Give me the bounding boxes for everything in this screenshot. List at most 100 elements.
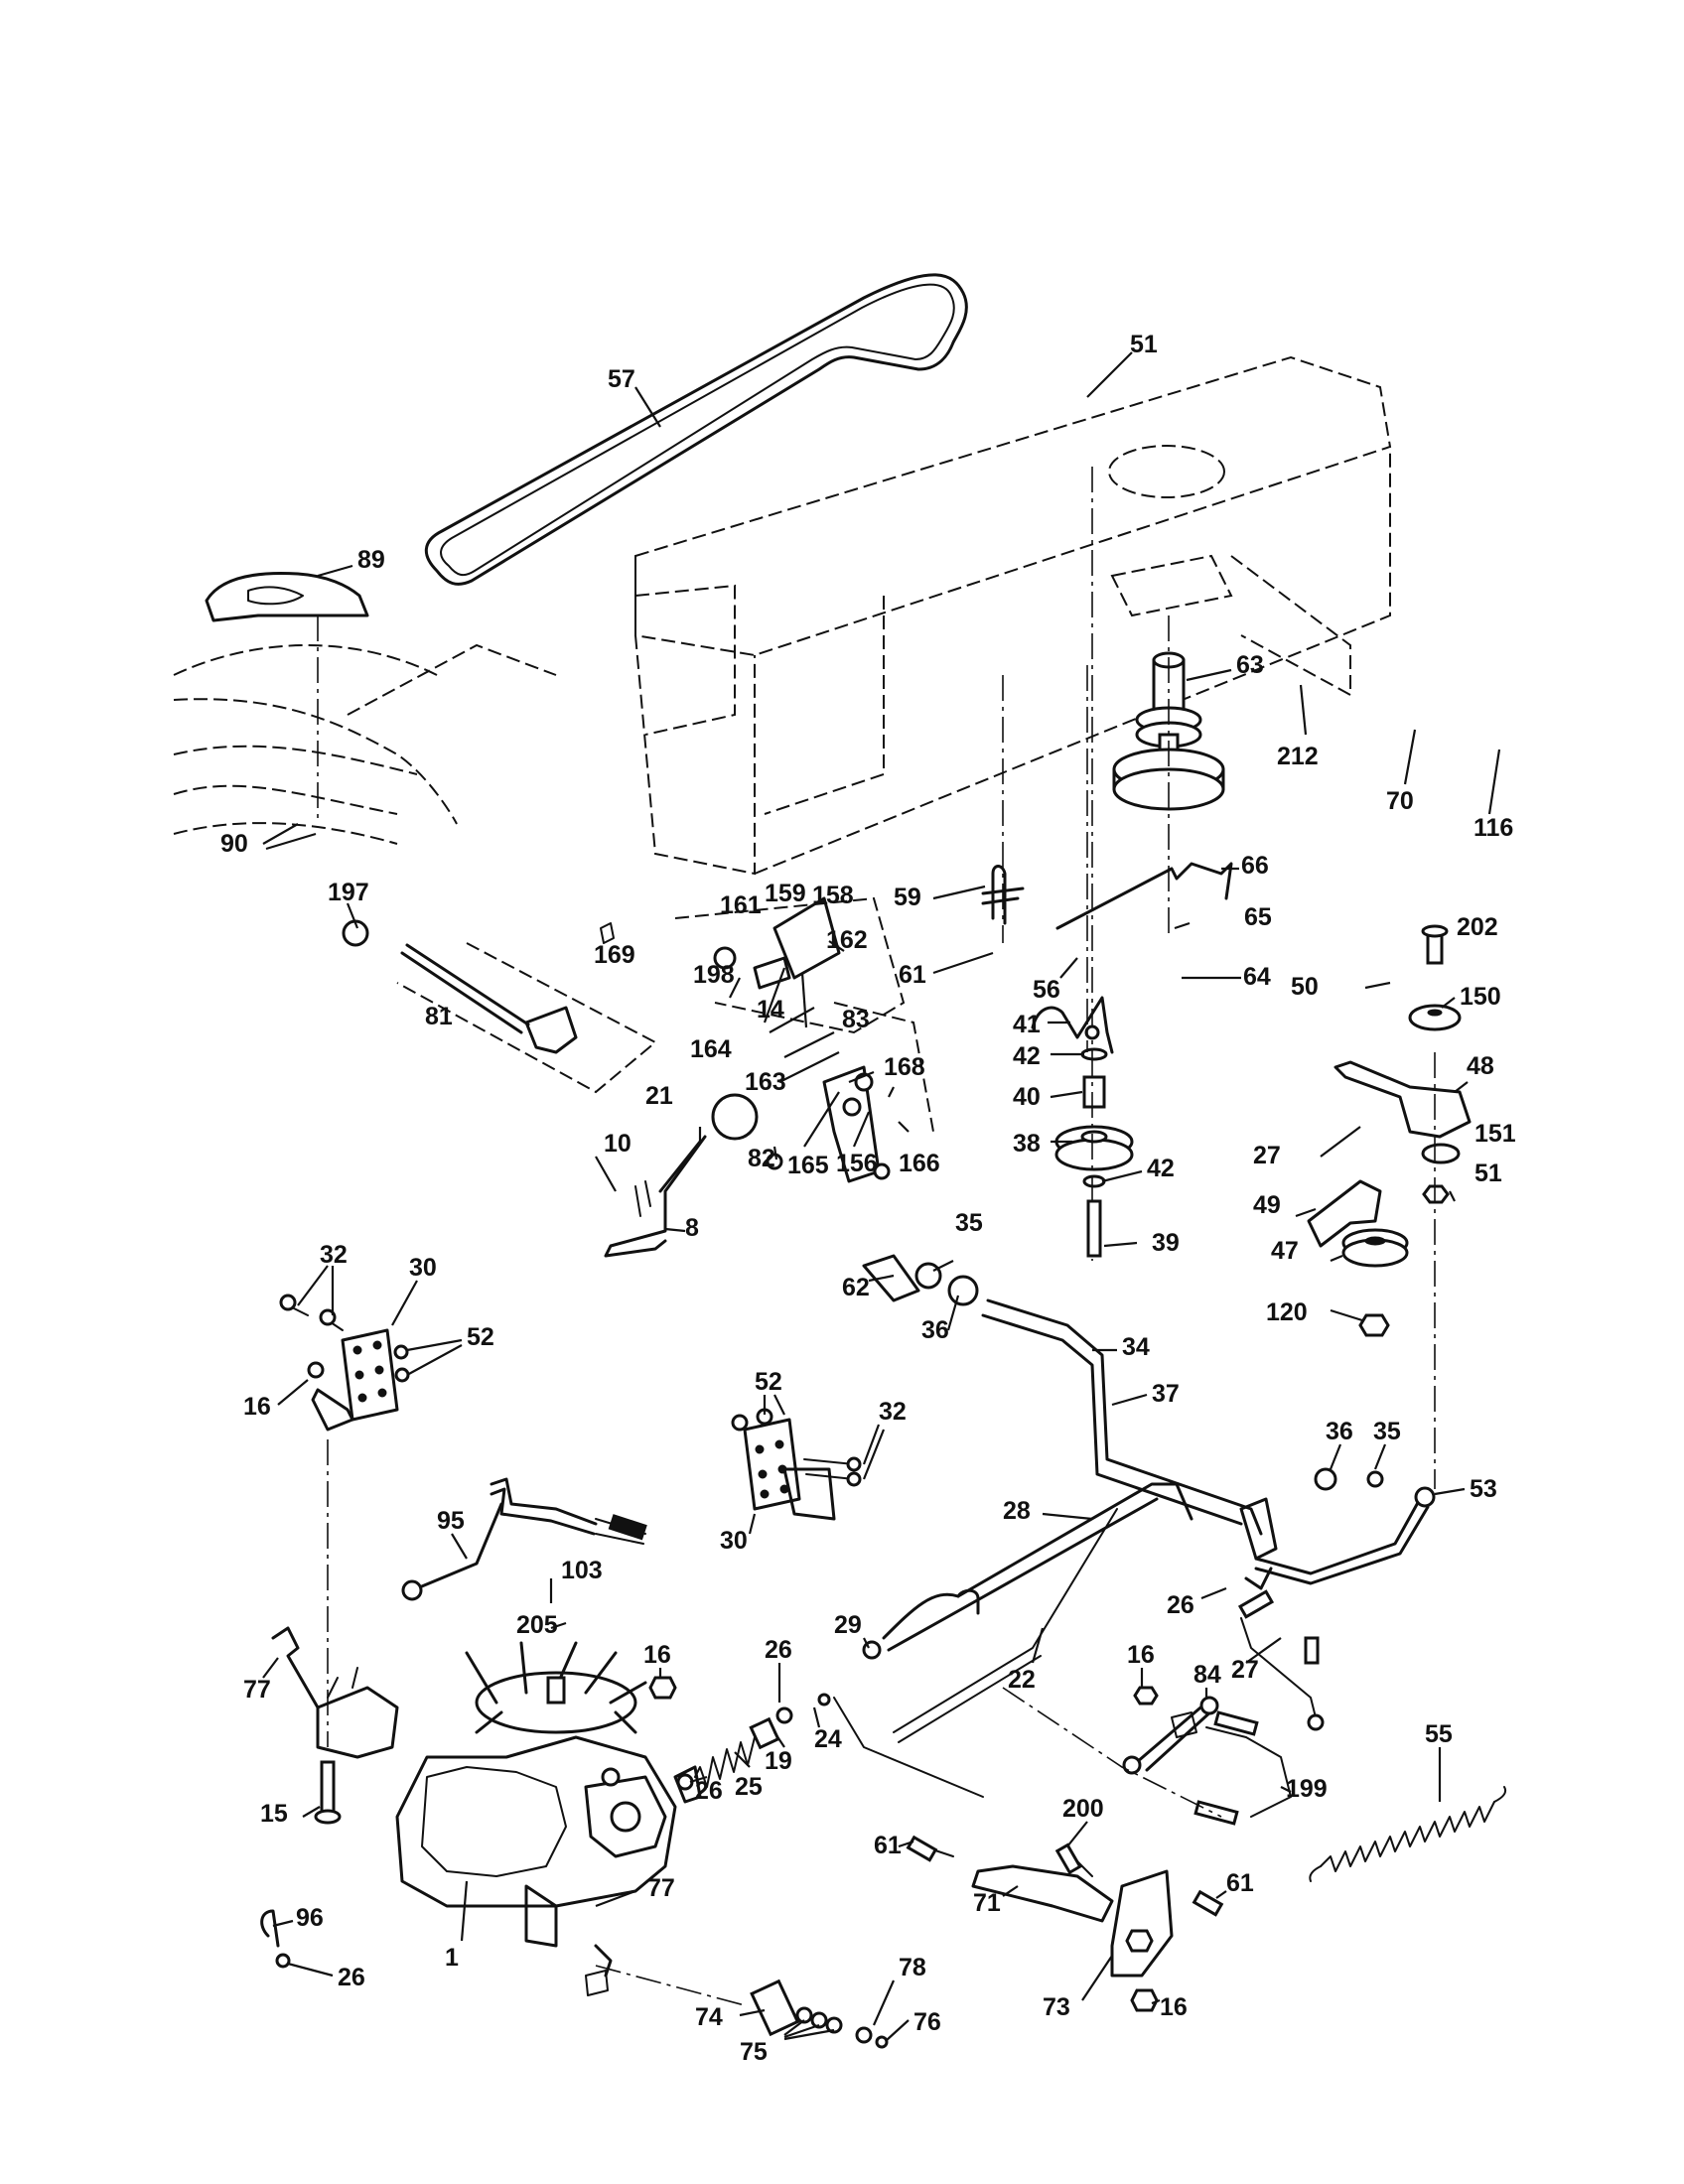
callout-26d: 26 (338, 1964, 365, 1991)
callout-212: 212 (1277, 743, 1319, 770)
callout-202: 202 (1457, 913, 1498, 941)
callout-28: 28 (1003, 1497, 1031, 1525)
callout-51: 51 (1130, 331, 1158, 358)
callout-24: 24 (814, 1725, 842, 1753)
shift-plate (205, 572, 369, 824)
callout-95: 95 (437, 1507, 465, 1535)
callout-49: 49 (1253, 1191, 1281, 1219)
callout-163: 163 (745, 1068, 786, 1096)
callout-81: 81 (425, 1003, 453, 1030)
callout-166: 166 (899, 1150, 940, 1177)
rod-28-22 (862, 1482, 1193, 1743)
callout-40: 40 (1013, 1083, 1041, 1111)
callout-159: 159 (765, 880, 806, 907)
callout-82: 82 (748, 1145, 775, 1172)
callout-16d: 16 (1160, 1993, 1188, 2021)
callout-27b: 27 (1231, 1656, 1259, 1684)
callout-10: 10 (604, 1130, 632, 1158)
callout-199: 199 (1286, 1775, 1328, 1803)
cable-hooks (981, 665, 1233, 1054)
leader-lines (262, 351, 1501, 2041)
callout-32: 32 (320, 1241, 348, 1269)
fasteners (648, 1467, 1384, 1706)
callout-61: 61 (899, 961, 926, 989)
callout-56: 56 (1033, 976, 1060, 1004)
cable-27 (1237, 1589, 1325, 1731)
callout-103: 103 (561, 1557, 603, 1584)
callout-36: 36 (921, 1316, 949, 1344)
callout-197: 197 (328, 879, 369, 906)
callout-labels: 57 51 89 63 212 70 116 90 197 59 66 161 … (220, 331, 1516, 2066)
callout-27: 27 (1253, 1142, 1281, 1169)
pulley-63 (1112, 615, 1225, 933)
callout-52: 52 (467, 1323, 494, 1351)
callout-52b: 52 (755, 1368, 782, 1396)
callout-48: 48 (1467, 1052, 1494, 1080)
callout-16c: 16 (643, 1641, 671, 1669)
shaft-34 (862, 1254, 1278, 1561)
callout-26: 26 (1167, 1591, 1194, 1619)
idler-pulley-38 (1054, 467, 1134, 1261)
callout-42: 42 (1013, 1042, 1041, 1070)
idler-pulley-47 (1307, 1179, 1409, 1337)
lever-8 (604, 1093, 759, 1258)
misc-hardware (260, 1439, 889, 2049)
callout-26b: 26 (765, 1636, 792, 1664)
callout-71: 71 (973, 1889, 1001, 1917)
callout-83: 83 (842, 1006, 870, 1033)
bracket-30-middle (731, 1408, 862, 1521)
callout-89: 89 (357, 546, 385, 574)
callout-19: 19 (765, 1747, 792, 1775)
callout-30b: 30 (720, 1527, 748, 1555)
callout-32b: 32 (879, 1398, 907, 1426)
bracket-30 (279, 1294, 410, 1432)
callout-120: 120 (1266, 1298, 1308, 1326)
callout-66: 66 (1241, 852, 1269, 880)
callout-63: 63 (1236, 651, 1264, 679)
callout-14: 14 (757, 996, 784, 1024)
callout-29: 29 (834, 1611, 862, 1639)
callout-165: 165 (787, 1152, 829, 1179)
callout-90: 90 (220, 830, 248, 858)
callout-15: 15 (260, 1800, 288, 1828)
callout-59: 59 (894, 884, 921, 911)
callout-61b: 61 (874, 1832, 902, 1859)
callout-16b: 16 (1127, 1641, 1155, 1669)
callout-76: 76 (913, 2008, 941, 2036)
callout-37: 37 (1152, 1380, 1180, 1408)
callout-156: 156 (836, 1150, 878, 1177)
chassis-frame (634, 355, 1392, 876)
callout-42b: 42 (1147, 1155, 1175, 1182)
callout-158: 158 (812, 882, 854, 909)
callout-57: 57 (608, 365, 635, 393)
callout-78: 78 (899, 1954, 926, 1981)
link-53 (1244, 1486, 1436, 1590)
link-84 (1002, 1687, 1292, 1826)
callout-53: 53 (1470, 1475, 1497, 1503)
callout-150: 150 (1460, 983, 1501, 1011)
callout-161: 161 (720, 891, 762, 919)
callout-50: 50 (1291, 973, 1319, 1001)
callout-1: 1 (445, 1944, 459, 1972)
callout-168: 168 (884, 1053, 925, 1081)
callout-61c: 61 (1226, 1869, 1254, 1897)
callout-22: 22 (1008, 1666, 1036, 1694)
callout-35: 35 (955, 1209, 983, 1237)
callout-64: 64 (1243, 963, 1271, 991)
callout-62: 62 (842, 1274, 870, 1301)
callout-16: 16 (243, 1393, 271, 1421)
callout-198: 198 (693, 961, 735, 989)
callout-164: 164 (690, 1035, 732, 1063)
callout-70: 70 (1386, 787, 1414, 815)
callout-30: 30 (409, 1254, 437, 1282)
callout-77b: 77 (647, 1874, 675, 1902)
callout-25: 25 (735, 1773, 763, 1801)
body-outline (173, 643, 557, 845)
callout-200: 200 (1062, 1795, 1104, 1823)
callout-38: 38 (1013, 1130, 1041, 1158)
transaxle (316, 1641, 702, 1996)
bracket-71 (906, 1711, 1224, 2012)
callout-205: 205 (516, 1611, 558, 1639)
callout-35b: 35 (1373, 1418, 1401, 1445)
